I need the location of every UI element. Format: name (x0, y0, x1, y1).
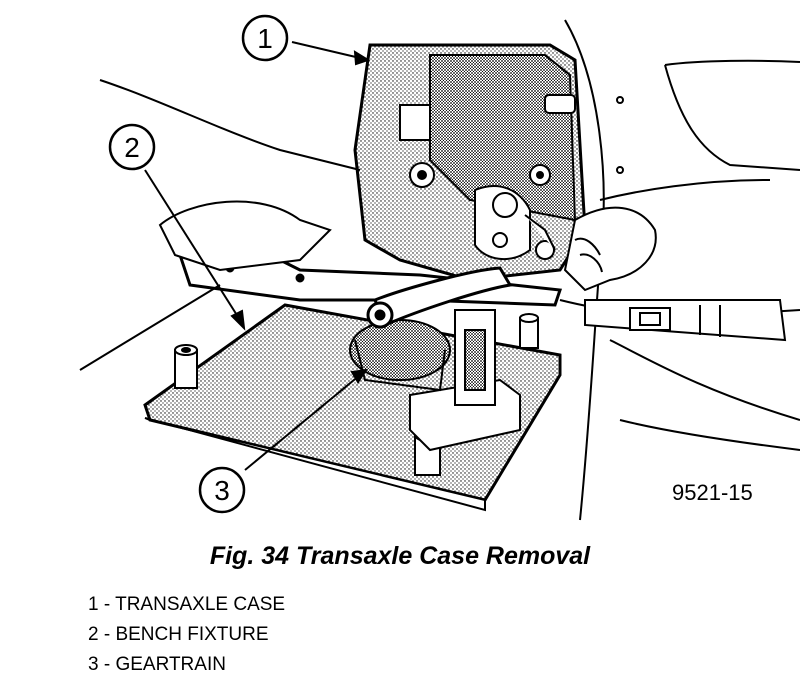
figure-id: 9521-15 (672, 480, 753, 505)
transaxle-case (353, 43, 587, 282)
legend-item: 2 - BENCH FIXTURE (88, 624, 269, 645)
callout-2: 2 (108, 123, 156, 171)
callout-2-label: 2 (124, 132, 140, 163)
callout-1-label: 1 (257, 23, 273, 54)
legend-item: 3 - GEARTRAIN (88, 654, 226, 675)
callout-1: 1 (241, 14, 289, 62)
callout-3-label: 3 (214, 475, 230, 506)
technical-illustration: 1 2 3 (79, 14, 800, 521)
left-hand (79, 79, 361, 371)
leader-lines (144, 41, 371, 471)
belt (584, 299, 787, 342)
bench-fixture (143, 303, 562, 512)
right-hand (563, 206, 657, 292)
legend-item: 1 - TRANSAXLE CASE (88, 594, 286, 615)
callout-3: 3 (198, 466, 246, 514)
figure-caption: Fig. 34 Transaxle Case Removal (209, 542, 591, 570)
geartrain (349, 319, 451, 392)
legend-list: 1 - TRANSAXLE CASE 2 - BENCH FIXTURE 3 -… (88, 590, 285, 680)
